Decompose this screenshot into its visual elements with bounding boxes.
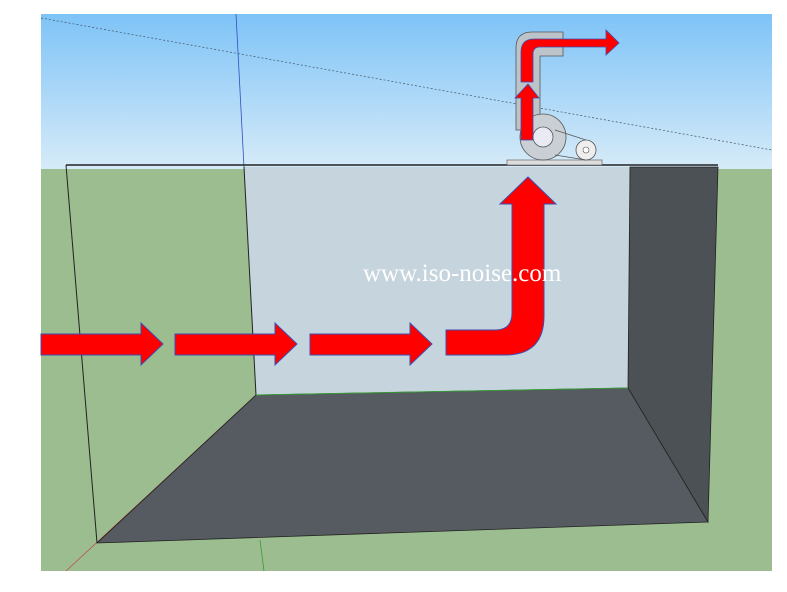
box-back-left-edge <box>243 166 257 396</box>
airflow-arrows <box>40 176 558 367</box>
axis-blue <box>235 13 245 168</box>
watermark-text: www.iso-noise.com <box>363 260 562 287</box>
floor-back-edge <box>255 387 629 396</box>
fan-flow-arrows <box>514 29 620 141</box>
arrow-1 <box>40 321 164 367</box>
arrow-bend-up <box>445 176 558 356</box>
arrow-2 <box>174 321 298 367</box>
axis-green <box>259 539 265 572</box>
sky <box>41 14 772 169</box>
arrow-3 <box>309 321 433 367</box>
